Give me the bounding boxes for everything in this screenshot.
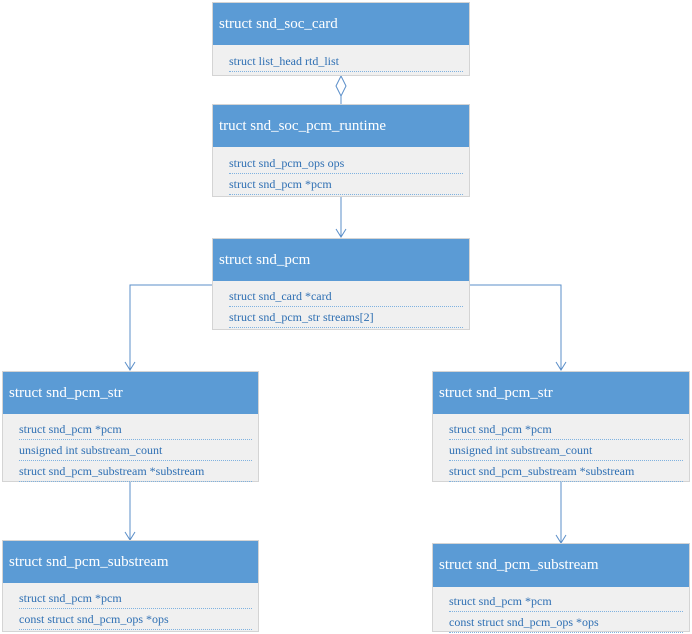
field-substream-count: unsigned int substream_count: [19, 440, 252, 461]
arrow-str-to-substream-right: [555, 482, 567, 544]
field-ops: struct snd_pcm_ops ops: [229, 153, 463, 174]
field-pcm: struct snd_pcm *pcm: [19, 419, 252, 440]
field-ops: const struct snd_pcm_ops *ops: [19, 609, 252, 630]
box-snd-pcm-substream-left: struct snd_pcm_substream struct snd_pcm …: [2, 540, 259, 632]
box-snd-pcm-substream-right: struct snd_pcm_substream struct snd_pcm …: [432, 543, 690, 633]
field-streams: struct snd_pcm_str streams[2]: [229, 307, 463, 328]
box-title: truct snd_soc_pcm_runtime: [213, 105, 469, 147]
arrow-pcm-to-str-right: [470, 284, 567, 371]
arrow-str-to-substream-left: [124, 482, 136, 541]
box-snd-soc-pcm-runtime: truct snd_soc_pcm_runtime struct snd_pcm…: [212, 104, 470, 197]
aggregation-connector: [335, 74, 347, 104]
field-ops: const struct snd_pcm_ops *ops: [449, 612, 683, 633]
field-substream: struct snd_pcm_substream *substream: [19, 461, 252, 482]
box-snd-pcm-str-left: struct snd_pcm_str struct snd_pcm *pcm u…: [2, 371, 259, 482]
arrow-runtime-to-pcm: [335, 197, 347, 238]
field-pcm: struct snd_pcm *pcm: [229, 174, 463, 195]
box-snd-pcm-str-right: struct snd_pcm_str struct snd_pcm *pcm u…: [432, 371, 690, 482]
arrow-pcm-to-str-left: [124, 284, 212, 371]
box-title: struct snd_pcm_str: [3, 372, 258, 414]
field-rtd-list: struct list_head rtd_list: [229, 51, 463, 72]
field-substream: struct snd_pcm_substream *substream: [449, 461, 683, 482]
box-snd-pcm: struct snd_pcm struct snd_card *card str…: [212, 238, 470, 330]
aggregation-diamond-icon: [335, 74, 347, 98]
box-title: struct snd_pcm_substream: [433, 544, 689, 587]
field-pcm: struct snd_pcm *pcm: [449, 591, 683, 612]
box-title: struct snd_soc_card: [213, 3, 469, 45]
box-title: struct snd_pcm_substream: [3, 541, 258, 583]
box-title: struct snd_pcm: [213, 239, 469, 281]
box-title: struct snd_pcm_str: [433, 372, 689, 414]
field-pcm: struct snd_pcm *pcm: [449, 419, 683, 440]
field-substream-count: unsigned int substream_count: [449, 440, 683, 461]
field-pcm: struct snd_pcm *pcm: [19, 588, 252, 609]
box-snd-soc-card: struct snd_soc_card struct list_head rtd…: [212, 2, 470, 76]
field-card: struct snd_card *card: [229, 286, 463, 307]
